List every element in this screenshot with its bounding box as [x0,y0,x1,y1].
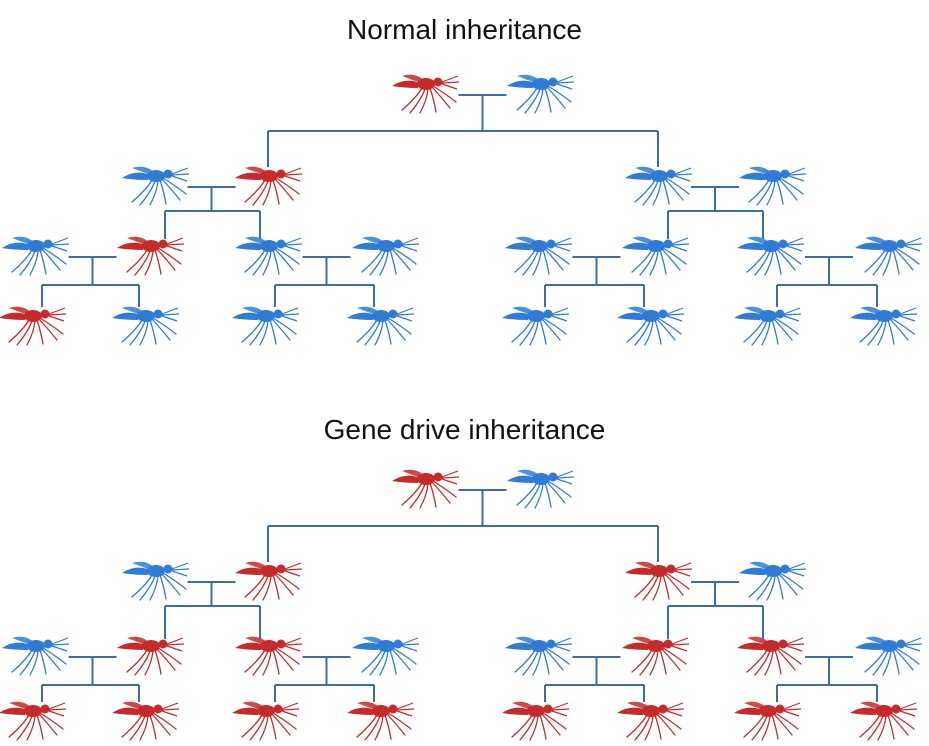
gene-drive-mosquito-icon [234,636,303,676]
wild-type-mosquito-icon [121,561,190,601]
wild-type-mosquito-icon [733,306,802,346]
gene-drive-mosquito-icon [736,636,805,676]
wild-type-mosquito-icon [854,636,923,676]
gene-drive-mosquito-icon [0,701,67,741]
wild-type-mosquito-icon [501,306,570,346]
wild-type-mosquito-icon [346,306,415,346]
gene-drive-mosquito-icon [111,701,180,741]
wild-type-mosquito-icon [1,636,70,676]
wild-type-mosquito-icon [231,306,300,346]
gene-drive-mosquito-icon [621,636,690,676]
normal-inheritance-title: Normal inheritance [347,14,582,45]
wild-type-mosquito-icon [506,74,575,114]
gene-drive-mosquito-icon [116,236,185,276]
gene-drive-mosquito-icon [116,636,185,676]
wild-type-mosquito-icon [351,236,420,276]
lineage-lines [41,94,878,702]
gene-drive-mosquito-icon [231,701,300,741]
wild-type-mosquito-icon [621,236,690,276]
gene-drive-mosquito-icon [391,469,460,509]
wild-type-mosquito-icon [506,469,575,509]
gene-drive-mosquito-icon [346,701,415,741]
gene-drive-mosquito-icon [234,561,303,601]
gene-drive-mosquito-icon [0,306,67,346]
gene-drive-mosquito-icon [501,701,570,741]
gene-drive-mosquito-icon [391,74,460,114]
wild-type-mosquito-icon [854,236,923,276]
gene-drive-mosquito-icon [616,701,685,741]
wild-type-mosquito-icon [121,166,190,206]
wild-type-mosquito-icon [849,306,918,346]
wild-type-mosquito-icon [111,306,180,346]
gene-drive-mosquito-icon [624,561,693,601]
wild-type-mosquito-icon [624,166,693,206]
wild-type-mosquito-icon [234,236,303,276]
gene-drive-inheritance-title: Gene drive inheritance [323,414,606,445]
wild-type-mosquito-icon [504,236,573,276]
mosquito-icons [0,74,923,741]
wild-type-mosquito-icon [736,236,805,276]
wild-type-mosquito-icon [738,166,807,206]
wild-type-mosquito-icon [351,636,420,676]
gene-drive-mosquito-icon [849,701,918,741]
gene-drive-mosquito-icon [234,166,303,206]
wild-type-mosquito-icon [1,236,70,276]
gene-drive-mosquito-icon [733,701,802,741]
wild-type-mosquito-icon [738,561,807,601]
wild-type-mosquito-icon [504,636,573,676]
wild-type-mosquito-icon [616,306,685,346]
